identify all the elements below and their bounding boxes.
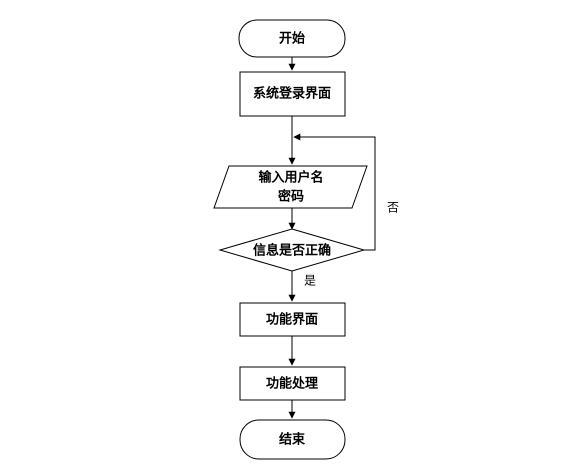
function-interface-box	[239, 302, 346, 337]
login-screen-label: 系统登录界面	[253, 86, 331, 102]
end-terminal	[239, 419, 346, 460]
credentials-check-label: 信息是否正确	[253, 243, 331, 259]
function-processing-label: 功能处理	[266, 376, 318, 392]
start-terminal	[238, 19, 346, 58]
edge-label-no: 否	[387, 201, 399, 215]
function-processing-box	[239, 366, 346, 401]
input-credentials-label-line2: 密码	[277, 189, 304, 205]
edge-label-yes: 是	[304, 274, 316, 288]
login-screen-box	[239, 71, 346, 117]
edge-no-loop	[293, 133, 376, 251]
input-credentials-label-line1: 输入用户名	[258, 170, 323, 186]
credentials-check-decision	[218, 228, 366, 272]
input-credentials-parallelogram	[213, 165, 368, 209]
function-interface-label: 功能界面	[266, 312, 318, 328]
end-label: 结束	[279, 432, 306, 448]
start-label: 开始	[279, 31, 305, 47]
